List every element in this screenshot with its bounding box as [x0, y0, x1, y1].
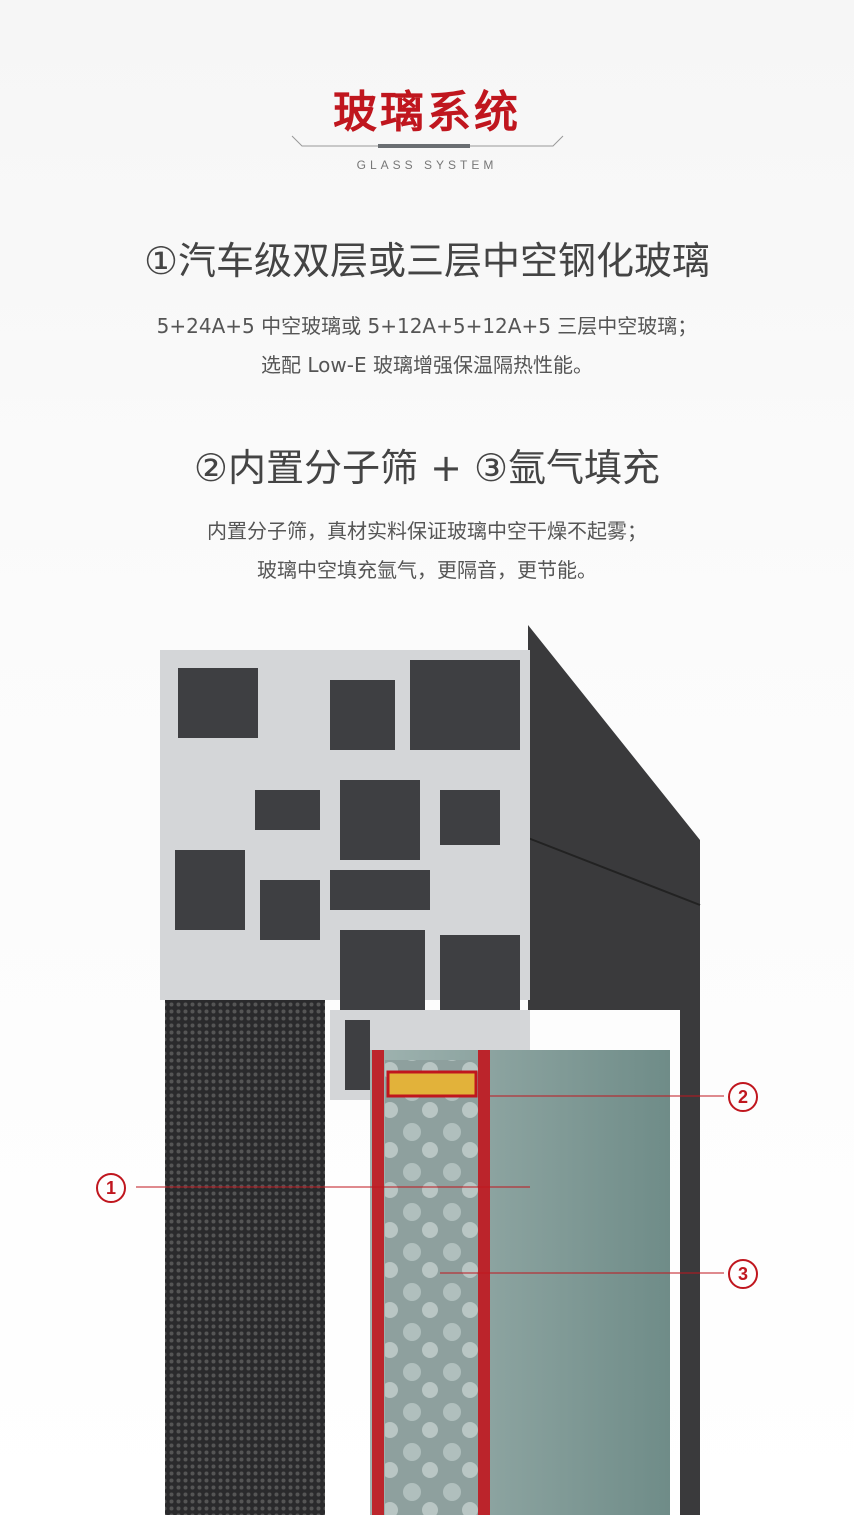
section2-description: 内置分子筛，真材实料保证玻璃中空干燥不起雾； 玻璃中空填充氩气，更隔音，更节能。: [0, 512, 854, 590]
section2-heading: ②内置分子筛 + ③氩气填充: [193, 446, 661, 490]
callout-1: 1: [96, 1173, 126, 1203]
argon-cavity: [385, 1060, 480, 1515]
callout-2: 2: [728, 1082, 758, 1112]
section2-line: 玻璃中空填充氩气，更隔音，更节能。: [257, 558, 597, 582]
section1-line: 选配 Low-E 玻璃增强保温隔热性能。: [261, 353, 593, 377]
insect-screen-mesh: [165, 1000, 325, 1515]
callout-3: 3: [728, 1259, 758, 1289]
section2-line: 内置分子筛，真材实料保证玻璃中空干燥不起雾；: [207, 519, 647, 543]
section1-heading: ①汽车级双层或三层中空钢化玻璃: [143, 239, 711, 283]
outer-frame-side: [528, 625, 700, 1515]
page-title: 玻璃系统: [333, 87, 521, 138]
page-subtitle: GLASS SYSTEM: [356, 158, 498, 172]
molecular-sieve: [386, 1070, 478, 1098]
section1-line: 5+24A+5 中空玻璃或 5+12A+5+12A+5 三层中空玻璃；: [156, 314, 698, 338]
title-divider: [291, 135, 564, 148]
section1-description: 5+24A+5 中空玻璃或 5+12A+5+12A+5 三层中空玻璃； 选配 L…: [0, 307, 854, 385]
